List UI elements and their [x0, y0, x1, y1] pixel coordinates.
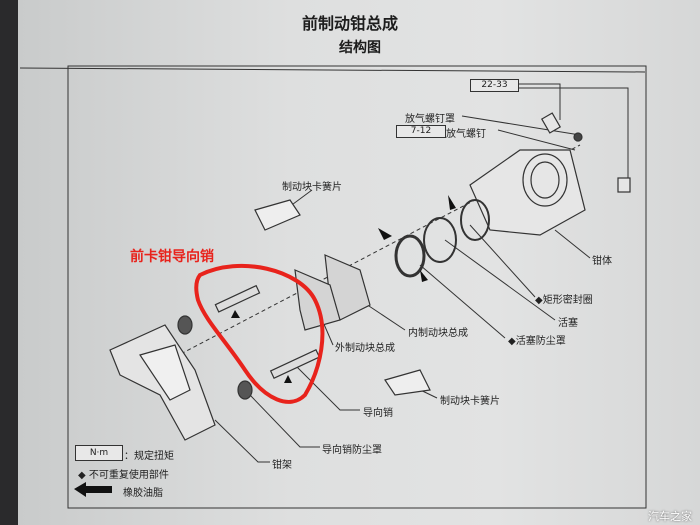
label-bleeder-cap: 放气螺钉罩: [405, 114, 455, 125]
legend-torque-box: N·m: [75, 445, 123, 461]
header-rule: [19, 67, 646, 73]
legend-non-reusable: ◆ 不可重复使用部件: [78, 470, 169, 481]
label-caliper-body: 钳体: [592, 256, 612, 267]
label-inner-pad: 内制动块总成: [408, 328, 468, 339]
legend-torque-desc: ：规定扭矩: [124, 451, 174, 462]
label-outer-pad: 外制动块总成: [335, 343, 395, 354]
label-pad-clip-bottom: 制动块卡簧片: [440, 396, 500, 407]
label-guide-pin-boot: 导向销防尘罩: [322, 445, 382, 456]
legend-grease: 橡胶油脂: [123, 488, 163, 499]
label-piston-boot: ◆活塞防尘罩: [508, 336, 566, 347]
watermark: 汽车之家: [648, 510, 692, 523]
screen-bezel: [0, 0, 18, 525]
label-bleeder-screw: 放气螺钉: [446, 129, 486, 140]
grease-arrow-icon: [74, 482, 112, 497]
annotation-front-caliper-guide-pin: 前卡钳导向销: [130, 249, 214, 265]
label-pad-clip-top: 制动块卡簧片: [282, 182, 342, 193]
torque-box-bleeder: 7-12: [396, 125, 446, 138]
page-subtitle: 结构图: [339, 40, 381, 56]
grease-arrows: [231, 195, 456, 383]
seal-piston-drawing: [394, 199, 490, 278]
guide-pins-drawing: [177, 284, 321, 400]
bracket-drawing: [109, 324, 216, 441]
label-guide-pin: 导向销: [363, 408, 393, 419]
pads-drawing: [254, 199, 431, 396]
torque-box-caliper: 22-33: [470, 79, 519, 92]
assembly-axis: [149, 144, 581, 371]
label-piston: 活塞: [558, 318, 578, 329]
label-seal: ◆矩形密封圈: [535, 295, 593, 306]
page-title: 前制动钳总成: [302, 14, 399, 33]
label-bracket: 钳架: [272, 460, 292, 471]
red-annotation-circle: [194, 263, 325, 404]
diagram-frame: [67, 65, 647, 509]
caliper-body-drawing: [469, 112, 631, 236]
